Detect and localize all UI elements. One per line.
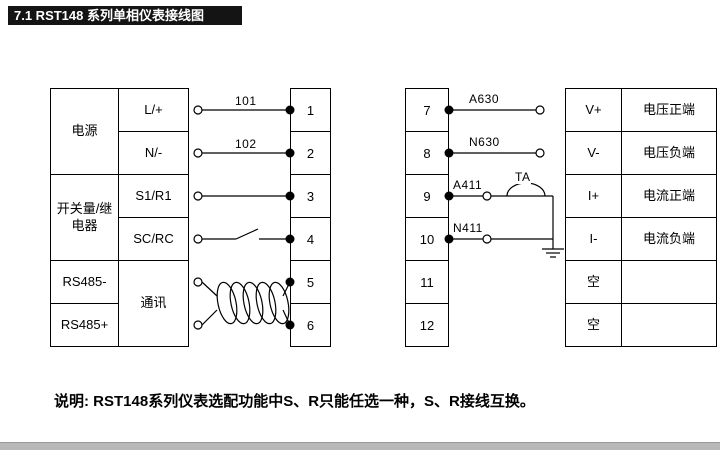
wire-s1 bbox=[194, 192, 290, 200]
cell-empty-1: 空 bbox=[565, 260, 622, 304]
section-title: 7.1 RST148 系列单相仪表接线图 bbox=[8, 6, 242, 25]
cell-vminus: V- bbox=[565, 131, 622, 175]
cell-iplus-desc: 电流正端 bbox=[621, 174, 717, 218]
wire-n411 bbox=[449, 235, 553, 243]
cell-vplus-desc: 电压正端 bbox=[621, 88, 717, 132]
cell-iminus: I- bbox=[565, 217, 622, 261]
wire-a630 bbox=[449, 106, 544, 114]
cell-pin-n: N/- bbox=[118, 131, 189, 175]
wire-label-a630: A630 bbox=[468, 92, 501, 106]
terminal-1: 1 bbox=[291, 89, 330, 132]
cell-iplus: I+ bbox=[565, 174, 622, 218]
terminal-5: 5 bbox=[291, 261, 330, 304]
cell-vplus: V+ bbox=[565, 88, 622, 132]
terminal-11: 11 bbox=[406, 261, 448, 304]
wire-label-102: 102 bbox=[234, 137, 258, 151]
cell-vminus-desc: 电压负端 bbox=[621, 131, 717, 175]
cell-power-group: 电源 bbox=[50, 88, 119, 175]
rs485-twisted-pair-coil-symbol bbox=[194, 278, 292, 329]
terminal-9: 9 bbox=[406, 175, 448, 218]
terminal-8: 8 bbox=[406, 132, 448, 175]
cell-pin-l: L/+ bbox=[118, 88, 189, 132]
terminal-strip-left: 1 2 3 4 5 6 bbox=[290, 88, 331, 347]
cell-rs485-minus: RS485- bbox=[50, 260, 119, 304]
cell-pin-s1: S1/R1 bbox=[118, 174, 189, 218]
cell-iminus-desc: 电流负端 bbox=[621, 217, 717, 261]
terminal-strip-right: 7 8 9 10 11 12 bbox=[405, 88, 449, 347]
note-text: 说明: RST148系列仪表选配功能中S、R只能任选一种，S、R接线互换。 bbox=[54, 393, 535, 410]
terminal-6: 6 bbox=[306, 317, 315, 333]
wire-label-n630: N630 bbox=[468, 135, 501, 149]
cell-comm-group: 通讯 bbox=[118, 260, 189, 347]
terminal-10: 10 bbox=[406, 218, 448, 261]
cell-rs485-plus: RS485+ bbox=[50, 303, 119, 347]
wire-label-a411: A411 bbox=[452, 178, 484, 192]
ground-symbol bbox=[542, 239, 564, 257]
cell-empty-2: 空 bbox=[565, 303, 622, 347]
cell-empty-2-desc bbox=[621, 303, 717, 347]
wire-label-101: 101 bbox=[234, 94, 258, 108]
left-device-table: 电源 L/+ N/- 开关量/继电器 S1/R1 SC/RC RS485- 通讯… bbox=[50, 88, 189, 347]
ct-label-ta: TA bbox=[514, 170, 532, 184]
wire-label-n411: N411 bbox=[452, 221, 484, 235]
cell-switch-group: 开关量/继电器 bbox=[50, 174, 119, 261]
cell-empty-1-desc bbox=[621, 260, 717, 304]
terminal-2: 2 bbox=[291, 132, 330, 175]
terminal-12: 12 bbox=[419, 317, 435, 333]
right-device-table: V+ 电压正端 V- 电压负端 I+ 电流正端 I- 电流负端 空 空 bbox=[565, 88, 717, 347]
terminal-7: 7 bbox=[406, 89, 448, 132]
wire-sc-switch-symbol bbox=[194, 229, 290, 243]
terminal-3: 3 bbox=[291, 175, 330, 218]
wire-n630 bbox=[449, 149, 544, 157]
bottom-gray-bar bbox=[0, 442, 720, 450]
terminal-4: 4 bbox=[291, 218, 330, 261]
cell-pin-sc: SC/RC bbox=[118, 217, 189, 261]
